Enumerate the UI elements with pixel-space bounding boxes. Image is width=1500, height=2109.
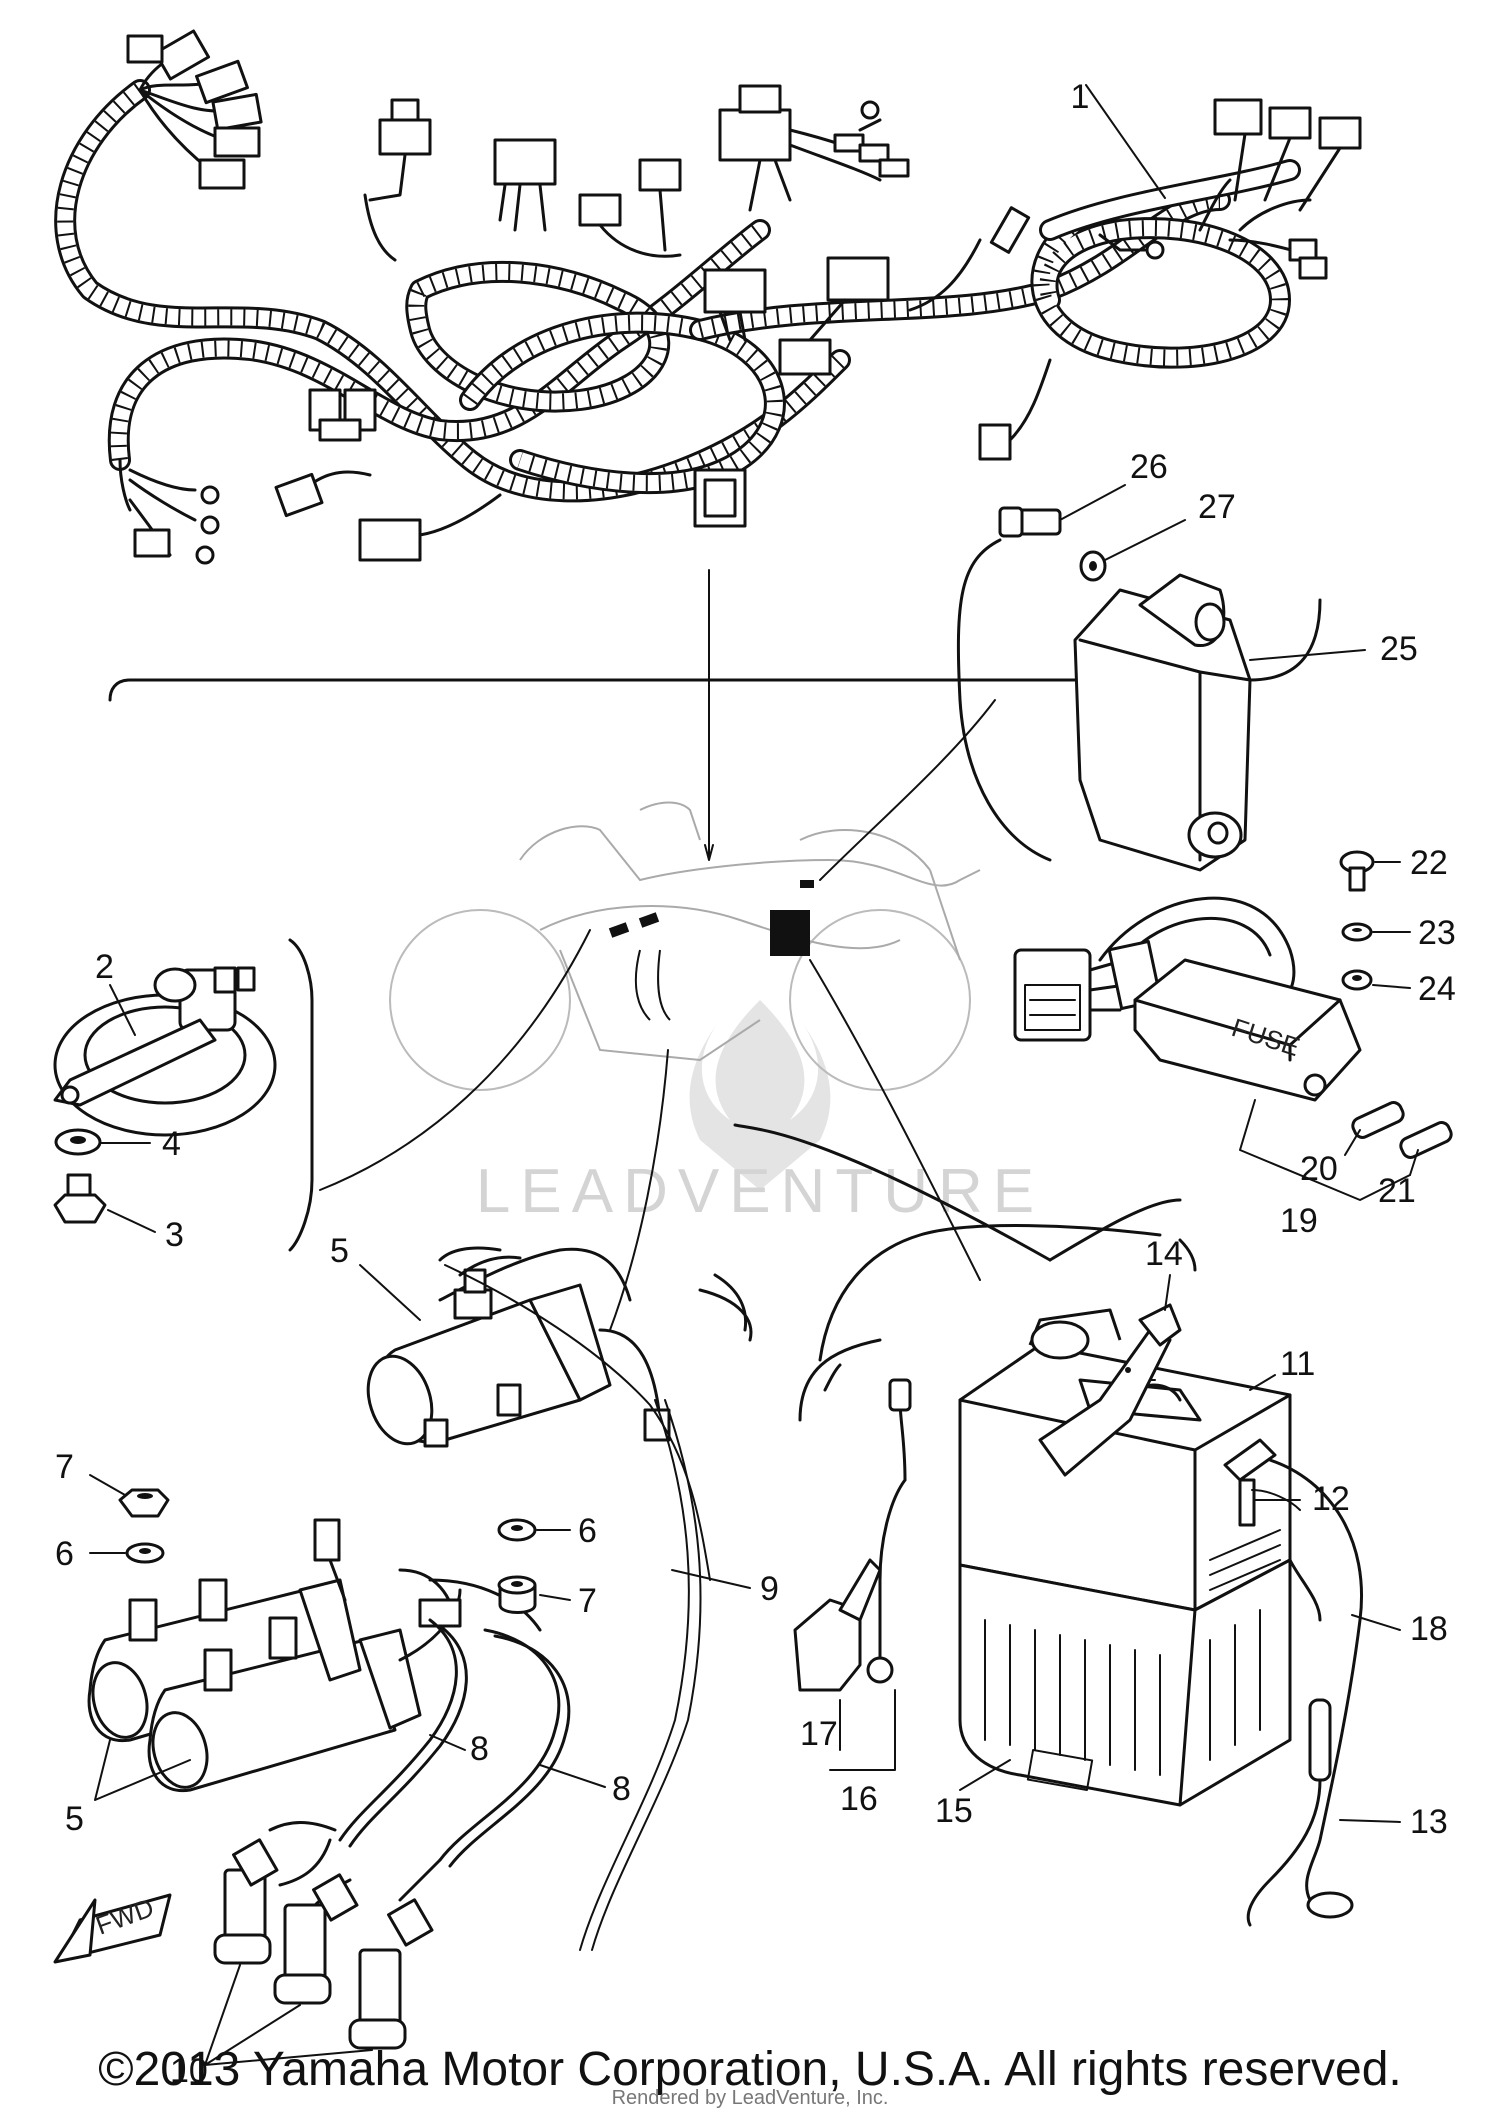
callout-2: 2: [95, 948, 114, 986]
callout-7-left: 7: [55, 1448, 74, 1486]
callout-24: 24: [1418, 970, 1456, 1008]
cord-9: [579, 1399, 690, 1951]
callout-25: 25: [1380, 630, 1418, 668]
watermark: LEADVENTURE: [476, 1000, 1044, 1226]
callout-19: 19: [1280, 1202, 1318, 1240]
callout-8-lower: 8: [612, 1770, 631, 1808]
leader-regulator: [819, 699, 996, 881]
callout-7-right: 7: [578, 1582, 597, 1620]
watermark-flame-icon: [689, 1000, 831, 1190]
bolt-3: 3: [53, 1173, 184, 1254]
fuse-21: 21: [1378, 1121, 1453, 1210]
motorcycle-outline: [389, 801, 981, 1091]
callout-22: 22: [1410, 844, 1448, 882]
rendered-by-credit: Rendered by LeadVenture, Inc.: [612, 2087, 889, 2109]
callout-26: 26: [1130, 448, 1168, 486]
callout-18: 18: [1410, 1610, 1448, 1648]
callout-20: 20: [1300, 1150, 1338, 1188]
leader-ignition: [609, 1049, 669, 1331]
battery: 14 11 12 18 13 15: [458, 1224, 1448, 1927]
callout-15: 15: [935, 1792, 973, 1830]
spacer-7-right: 7: [497, 1575, 597, 1620]
callout-6-right: 6: [578, 1512, 597, 1550]
bolt-26: 26: [998, 448, 1168, 538]
callout-11: 11: [1280, 1345, 1315, 1383]
voltage-regulator: 25: [956, 538, 1418, 872]
screw-22: 22: [1339, 844, 1448, 892]
nut-4: 4: [54, 1125, 181, 1163]
callout-4: 4: [162, 1125, 181, 1163]
washer-27: 27: [1079, 488, 1236, 582]
cord-8: 8 8: [268, 1618, 631, 1868]
spark-plug-caps: 10: [170, 1838, 442, 2090]
leader-horn: [319, 929, 591, 1191]
horn: 2: [53, 938, 314, 1252]
washer-23: 23: [1341, 914, 1456, 952]
forward-arrow: FWD: [53, 1892, 172, 1964]
callout-6-left: 6: [55, 1535, 74, 1573]
callout-14: 14: [1145, 1235, 1183, 1273]
callout-16: 16: [840, 1780, 878, 1818]
callout-9: 9: [760, 1570, 779, 1608]
copyright-notice: ©2013 Yamaha Motor Corporation, U.S.A. A…: [98, 2043, 1402, 2096]
callout-10: 10: [170, 2052, 208, 2090]
callout-12: 12: [1312, 1480, 1350, 1518]
fuse-box: FUSE 19: [1013, 896, 1411, 1240]
callout-17: 17: [800, 1715, 838, 1753]
nut-7-left: 7: [55, 1448, 170, 1518]
ignition-coil-upper: 5: [330, 1232, 753, 1448]
callout-23: 23: [1418, 914, 1456, 952]
ignition-coil-lower-pair: [87, 1518, 542, 1793]
callout-8-upper: 8: [470, 1730, 489, 1768]
callout-5-top: 5: [330, 1232, 349, 1270]
callout-13: 13: [1410, 1803, 1448, 1841]
callout-3: 3: [165, 1216, 184, 1254]
callout-27: 27: [1198, 488, 1236, 526]
battery-cable-16: 17 16: [793, 1378, 912, 1818]
leader-battery: [809, 959, 981, 1281]
washer-6-left: 6: [55, 1535, 165, 1573]
washer-24: 24: [1341, 969, 1456, 1008]
callout-5-bottom: 5: [65, 1800, 84, 1838]
wire-harness: 1: [54, 29, 1362, 702]
callout-21: 21: [1378, 1172, 1416, 1210]
callout-1: 1: [1071, 78, 1090, 116]
washer-6-right: 6: [497, 1512, 597, 1550]
watermark-text: LEADVENTURE: [476, 1157, 1044, 1226]
fuse-20: 20: [1300, 1101, 1405, 1188]
